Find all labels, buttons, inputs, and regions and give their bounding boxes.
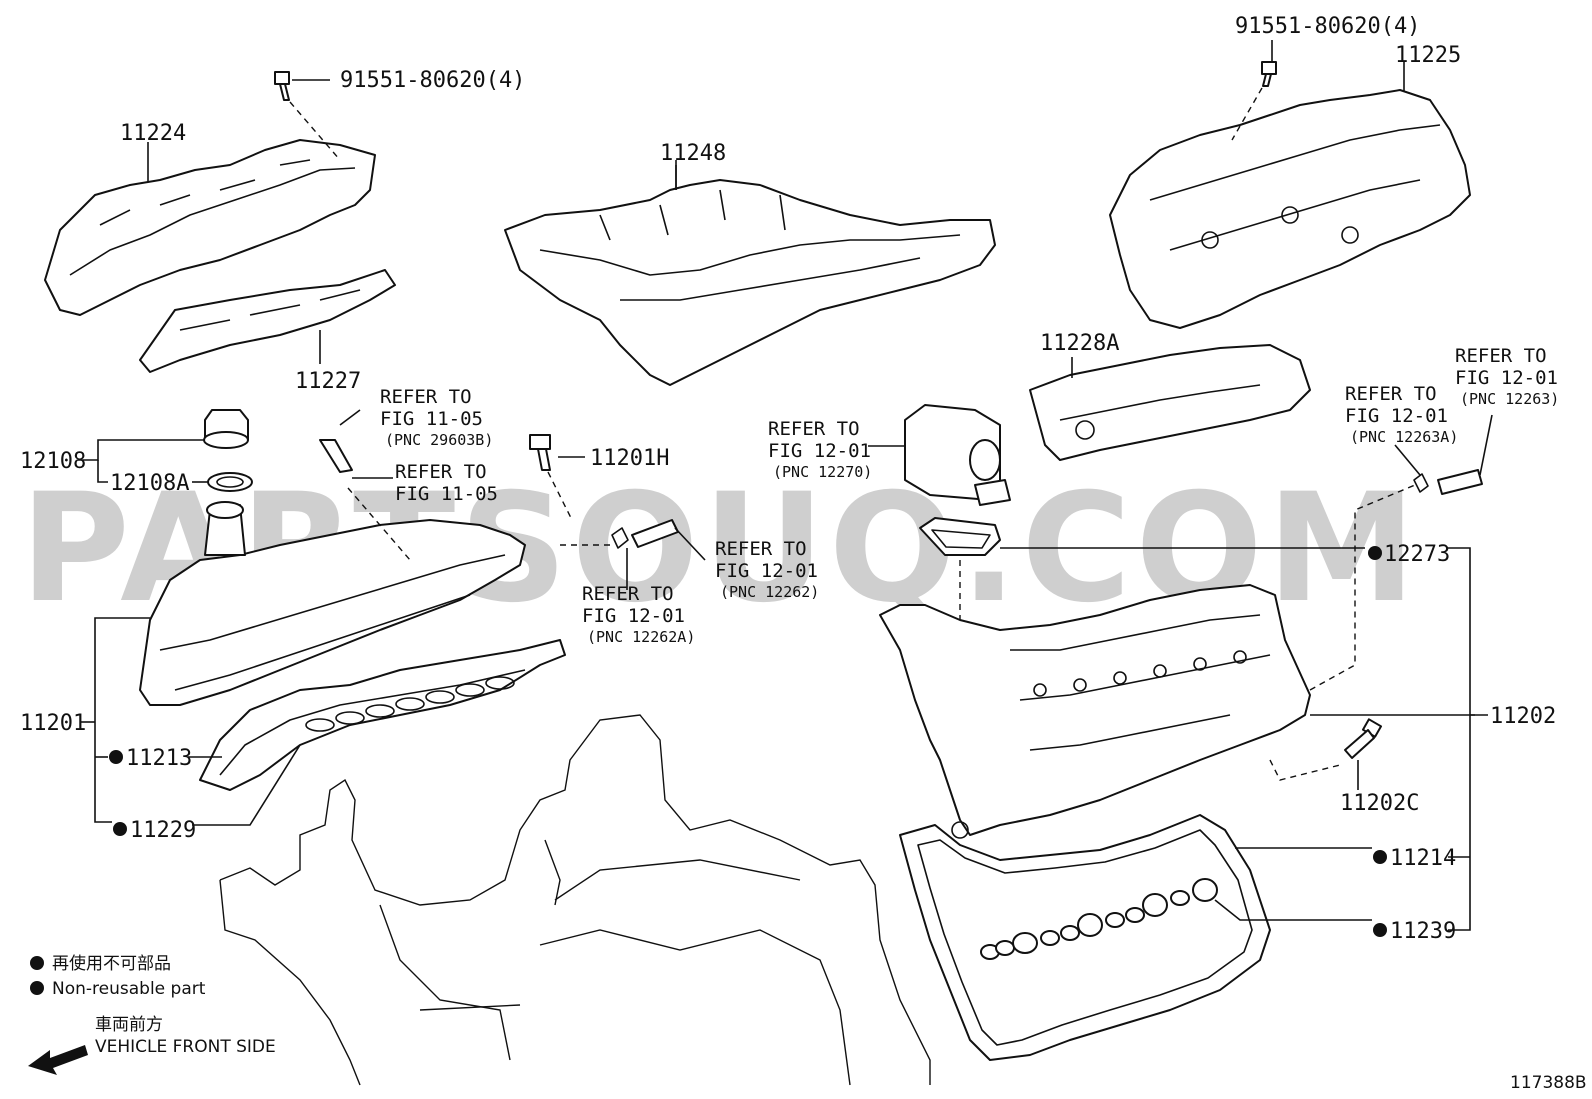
part-11202c-stud[interactable] xyxy=(1344,718,1383,790)
bolt-91551-right[interactable] xyxy=(1231,40,1277,141)
nonreusable-dot-11239 xyxy=(1373,923,1387,937)
label-11239: 11239 xyxy=(1390,919,1456,944)
label-11201: 11201 xyxy=(20,711,86,736)
refer5-line3: (PNC 12270) xyxy=(773,463,872,481)
label-bolt-left: 91551-80620(4) xyxy=(340,68,525,93)
part-11248-insulator[interactable] xyxy=(504,165,996,386)
part-11201h-bolt[interactable] xyxy=(529,434,585,521)
label-11201h: 11201H xyxy=(590,446,669,471)
legend-en: Non-reusable part xyxy=(52,979,206,999)
part-11214-gasket[interactable] xyxy=(899,814,1372,1061)
engine-block-outline xyxy=(219,714,931,1086)
part-11228a-plate[interactable] xyxy=(1029,344,1311,461)
legend-dot-en xyxy=(30,981,44,995)
nonreusable-dot-11229 xyxy=(113,822,127,836)
refer2-line2: FIG 11-05 xyxy=(395,483,498,505)
refer3-line2: FIG 12-01 xyxy=(715,560,818,582)
label-12108a: 12108A xyxy=(110,471,189,496)
part-labels: 91551-80620(4) 91551-80620(4) 11224 1122… xyxy=(20,14,1556,944)
label-12273: 12273 xyxy=(1384,542,1450,567)
refer7-line1: REFER TO xyxy=(1455,345,1547,367)
nonreusable-dot-11214 xyxy=(1373,850,1387,864)
part-12273-gasket[interactable] xyxy=(919,517,1365,640)
label-11227: 11227 xyxy=(295,369,361,394)
label-11202c: 11202C xyxy=(1340,791,1419,816)
part-11201-head-cover[interactable] xyxy=(139,501,526,706)
refer6-line2: FIG 12-01 xyxy=(1345,405,1448,427)
label-11228a: 11228A xyxy=(1040,331,1119,356)
label-11225: 11225 xyxy=(1395,43,1461,68)
front-arrow-icon xyxy=(28,1045,88,1075)
refer6-line3: (PNC 12263A) xyxy=(1350,428,1458,446)
figure-id: 117388B xyxy=(1510,1073,1587,1093)
refer3-line3: (PNC 12262) xyxy=(720,583,819,601)
refer5-line2: FIG 12-01 xyxy=(768,440,871,462)
label-11214: 11214 xyxy=(1390,846,1456,871)
hose-refer-12263[interactable] xyxy=(1394,414,1493,495)
nonreusable-dot-12273 xyxy=(1368,546,1382,560)
legend-dot-jp xyxy=(30,956,44,970)
label-11229: 11229 xyxy=(130,818,196,843)
label-11202: 11202 xyxy=(1490,704,1556,729)
part-11225-cover[interactable] xyxy=(1109,62,1471,329)
refer6-line1: REFER TO xyxy=(1345,383,1437,405)
refer1-line3: (PNC 29603B) xyxy=(385,431,493,449)
leader-lines xyxy=(78,142,1488,931)
part-11224-cover[interactable] xyxy=(44,139,376,316)
refer-labels: REFER TO FIG 11-05 (PNC 29603B) REFER TO… xyxy=(380,345,1559,646)
part-11202-head-cover[interactable] xyxy=(879,484,1475,839)
legend-jp: 再使用不可部品 xyxy=(52,953,171,974)
bolt-91551-left[interactable] xyxy=(274,71,341,161)
refer7-line3: (PNC 12263) xyxy=(1460,390,1559,408)
label-11248: 11248 xyxy=(660,141,726,166)
label-11213: 11213 xyxy=(126,746,192,771)
refer2-line1: REFER TO xyxy=(395,461,487,483)
part-11229-seals[interactable] xyxy=(305,676,515,732)
refer7-line2: FIG 12-01 xyxy=(1455,367,1558,389)
part-11239-seals[interactable] xyxy=(980,878,1372,960)
refer4-line3: (PNC 12262A) xyxy=(587,628,695,646)
refer3-line1: REFER TO xyxy=(715,538,807,560)
part-12108-oil-cap[interactable] xyxy=(203,409,249,449)
hose-refer-12262[interactable] xyxy=(560,519,706,561)
front-side-jp: 車両前方 xyxy=(95,1015,163,1035)
nonreusable-dot-11213 xyxy=(109,750,123,764)
refer4-line2: FIG 12-01 xyxy=(582,605,685,627)
refer4-line1: REFER TO xyxy=(582,583,674,605)
legend: 再使用不可部品 Non-reusable part 車両前方 VEHICLE F… xyxy=(28,953,276,1075)
front-side-en: VEHICLE FRONT SIDE xyxy=(95,1037,276,1057)
label-bolt-right: 91551-80620(4) xyxy=(1235,14,1420,39)
refer5-line1: REFER TO xyxy=(768,418,860,440)
part-12270-valve[interactable] xyxy=(868,404,1011,506)
refer1-line2: FIG 11-05 xyxy=(380,408,483,430)
refer1-line1: REFER TO xyxy=(380,386,472,408)
label-11224: 11224 xyxy=(120,121,186,146)
part-11227-plate[interactable] xyxy=(139,269,396,373)
hose-refer-29603b[interactable] xyxy=(319,409,361,473)
part-12108a-gasket[interactable] xyxy=(207,472,253,492)
label-12108: 12108 xyxy=(20,449,86,474)
